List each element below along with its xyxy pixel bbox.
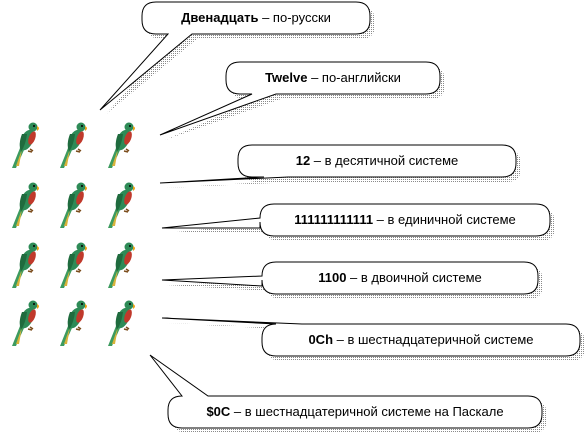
- callout-bubble: [161, 203, 551, 237]
- callout-value: 111111111111: [294, 212, 374, 227]
- callout-value: $0C: [206, 404, 231, 419]
- callout-label: Twelve – по-английски: [226, 70, 440, 85]
- parrot-grid: [11, 121, 136, 347]
- callout-bubble: [161, 261, 539, 295]
- callout-description: – в единичной системе: [373, 212, 516, 227]
- callout-description: – по-английски: [307, 70, 401, 85]
- callout-value: 1100: [318, 270, 347, 285]
- callout-label: 12 – в десятичной системе: [238, 153, 516, 168]
- callout-description: – в десятичной системе: [310, 153, 459, 168]
- parrot-icon: [107, 299, 136, 347]
- callout-bubble: [161, 317, 581, 357]
- callout-bubble: [149, 354, 543, 429]
- callout-label: 1100 – в двоичной системе: [262, 270, 538, 285]
- callout-bubble: [159, 61, 441, 136]
- callout-description: – по-русски: [258, 10, 331, 25]
- callout-value: 0Ch: [308, 332, 334, 347]
- parrot-icon: [107, 121, 136, 169]
- callout-value: Twelve: [265, 70, 308, 85]
- callout-description: – в двоичной системе: [346, 270, 482, 285]
- callout-label: $0C – в шестнадцатеричной системе на Пас…: [168, 404, 542, 419]
- parrot-icon: [59, 181, 88, 229]
- parrot-icon: [59, 121, 88, 169]
- callout-bubble: [159, 144, 517, 184]
- parrot-icon: [107, 241, 136, 289]
- parrot-icon: [107, 181, 136, 229]
- callout-description: – в шестнадцатеричной системе на Паскале: [230, 404, 504, 419]
- callout-description: – в шестнадцатеричной системе: [333, 332, 534, 347]
- callout-label: 111111111111 – в единичной системе: [260, 212, 550, 227]
- parrot-icon: [11, 121, 40, 169]
- callout-bubble: [99, 1, 371, 111]
- parrot-icon: [59, 299, 88, 347]
- parrot-icon: [11, 299, 40, 347]
- callout-label: 0Ch – в шестнадцатеричной системе: [262, 332, 580, 347]
- callout-layer: [99, 1, 584, 433]
- callout-label: Двенадцать – по-русски: [142, 10, 370, 25]
- callout-value: Двенадцать: [181, 10, 259, 25]
- callout-value: 12: [295, 153, 311, 168]
- parrot-icon: [11, 181, 40, 229]
- parrot-icon: [11, 241, 40, 289]
- parrot-icon: [59, 241, 88, 289]
